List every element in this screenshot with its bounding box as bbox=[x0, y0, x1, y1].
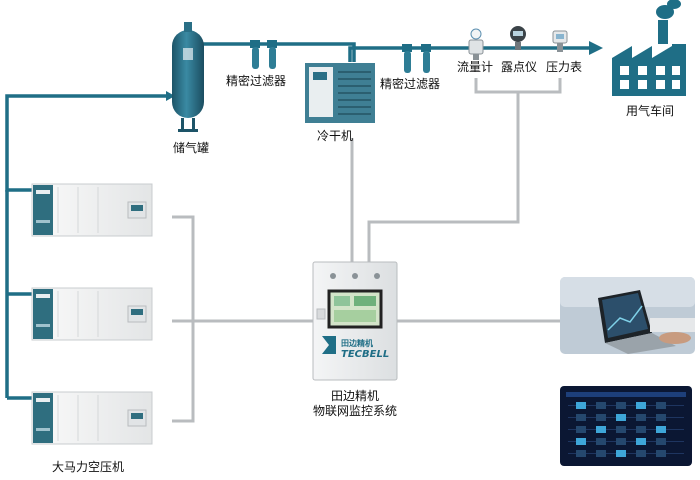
arrow-into-tank-icon bbox=[166, 91, 175, 101]
instrument-signal-line bbox=[367, 92, 520, 268]
label-compressors: 大马力空压机 bbox=[52, 460, 125, 474]
compressor-header-pipe bbox=[5, 94, 168, 192]
label-dryer: 冷干机 bbox=[317, 129, 354, 143]
label-workshop: 用气车间 bbox=[626, 104, 675, 118]
dashboard-row bbox=[568, 402, 684, 409]
laptop-monitoring-photo bbox=[560, 277, 695, 354]
pressure-gauge-icon bbox=[552, 30, 568, 52]
dashboard-rows bbox=[568, 402, 684, 457]
receiver-tank bbox=[172, 22, 204, 132]
compressor-signal-bracket bbox=[172, 215, 195, 423]
label-receiver-tank: 储气罐 bbox=[173, 141, 210, 155]
label-precision-filter-right: 精密过滤器 bbox=[380, 77, 441, 91]
compressor-unit bbox=[31, 287, 153, 341]
dashboard-row bbox=[568, 438, 684, 445]
cabinet-brand-cn: 田边精机 bbox=[341, 338, 373, 348]
instrument-signal-bracket bbox=[474, 78, 562, 94]
label-pressure-gauge: 压力表 bbox=[546, 60, 583, 74]
flow-arrow-icon bbox=[589, 41, 603, 55]
cabinet-brand-en: TECBELL bbox=[341, 349, 389, 360]
signal-lines bbox=[172, 78, 562, 423]
tecbell-logo-icon bbox=[322, 336, 336, 354]
workshop-factory-icon bbox=[612, 0, 686, 96]
dashboard-row bbox=[568, 426, 684, 433]
compressor-unit bbox=[31, 391, 153, 445]
precision-filter-left bbox=[250, 40, 277, 69]
label-monitoring-line2: 物联网监控系统 bbox=[312, 404, 397, 418]
compressor-units bbox=[31, 183, 153, 445]
dew-point-meter-icon bbox=[510, 26, 526, 50]
flow-meter-icon bbox=[468, 28, 484, 60]
dashboard-row bbox=[568, 450, 684, 457]
refrigerated-dryer bbox=[305, 63, 375, 123]
dryer-to-workshop-pipe bbox=[348, 46, 590, 62]
label-flow-meter: 流量计 bbox=[457, 60, 494, 74]
precision-filter-right bbox=[402, 44, 431, 73]
tank-to-dryer-pipe bbox=[190, 42, 356, 62]
compressor-unit bbox=[31, 183, 153, 237]
dashboard-screen-photo bbox=[560, 386, 692, 466]
label-monitoring-system: 田边精机 物联网监控系统 bbox=[300, 389, 410, 419]
label-precision-filter-left: 精密过滤器 bbox=[226, 74, 287, 88]
monitoring-cabinet: 田边精机 TECBELL bbox=[312, 261, 398, 381]
dashboard-row bbox=[568, 414, 684, 421]
label-monitoring-line1: 田边精机 bbox=[330, 389, 379, 403]
label-dew-point-meter: 露点仪 bbox=[501, 60, 538, 74]
air-lines bbox=[5, 42, 590, 400]
